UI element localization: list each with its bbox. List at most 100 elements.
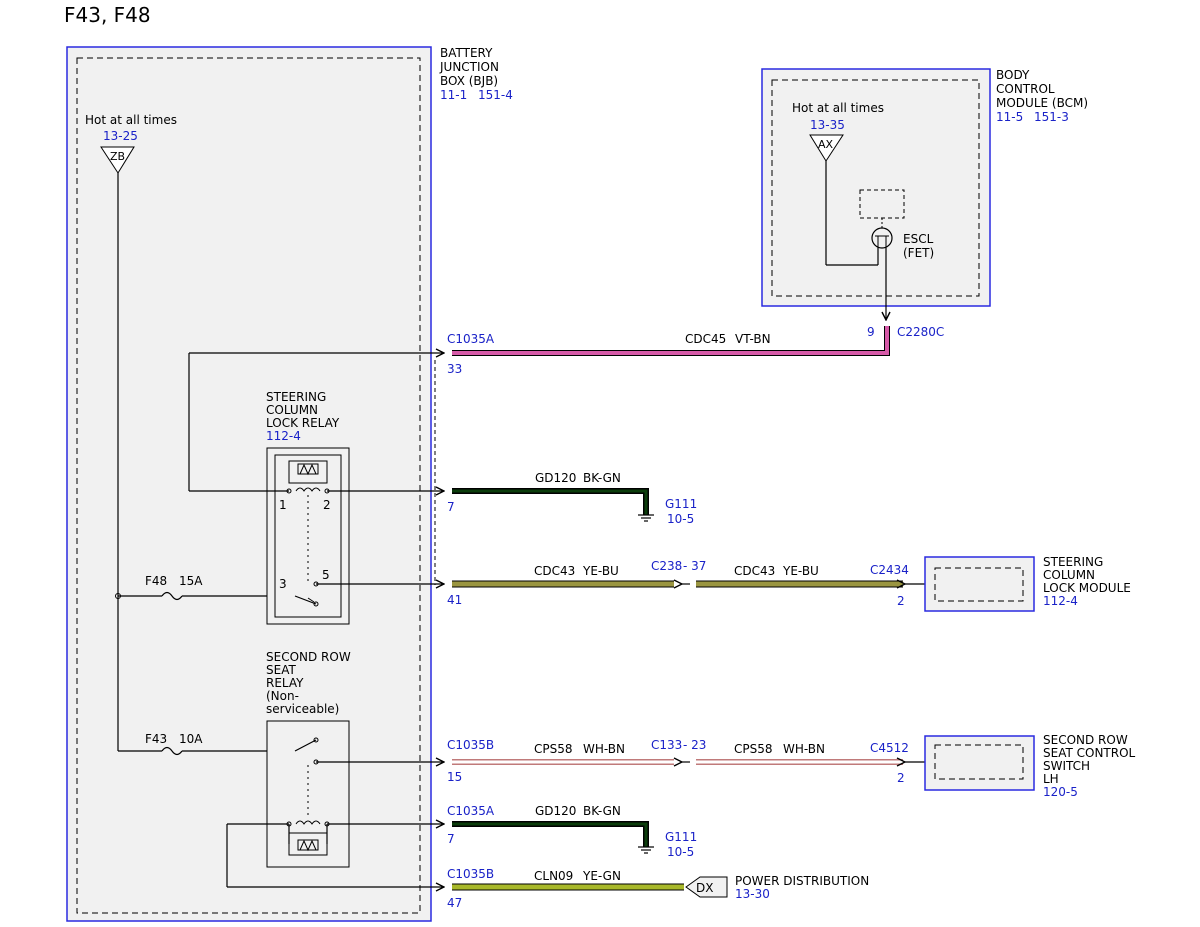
bcm-hot-label: Hot at all times bbox=[792, 101, 884, 115]
wire-cdc45: C1035A 33 CDC45 VT-BN bbox=[447, 326, 890, 376]
sclm-name-2: COLUMN bbox=[1043, 568, 1095, 582]
bcm-pin: 9 bbox=[867, 325, 875, 339]
w6-circuit: CLN09 bbox=[534, 869, 573, 883]
w4-color-1: WH-BN bbox=[583, 742, 625, 756]
srs-relay-name-2: SEAT bbox=[266, 663, 296, 677]
scl-relay-pin-1: 1 bbox=[279, 498, 287, 512]
bcm-name-2: CONTROL bbox=[996, 82, 1055, 96]
f48-rating: 15A bbox=[179, 574, 203, 588]
w2-color: BK-GN bbox=[583, 471, 621, 485]
bjb-power-source-icon bbox=[100, 146, 135, 174]
bcm-name-3: MODULE (BCM) bbox=[996, 96, 1088, 110]
f48-name: F48 bbox=[145, 574, 167, 588]
w6-dest-ref[interactable]: 13-30 bbox=[735, 887, 770, 901]
bcm-connector[interactable]: C2280C bbox=[897, 325, 944, 339]
srscs-name-3: SWITCH bbox=[1043, 759, 1090, 773]
bjb-hot-label: Hot at all times bbox=[85, 113, 177, 127]
w5-connector[interactable]: C1035A bbox=[447, 804, 495, 818]
battery-junction-box: BATTERY JUNCTION BOX (BJB) 11-1 151-4 Ho… bbox=[66, 46, 513, 922]
srs-relay-coil-icon bbox=[295, 820, 321, 825]
w5-circuit: GD120 bbox=[535, 804, 576, 818]
scl-relay-name-3: LOCK RELAY bbox=[266, 416, 340, 430]
wire-cdc45-color bbox=[452, 326, 889, 355]
wire-gd120-upper: 7 GD120 BK-GN G111 10-5 bbox=[447, 471, 697, 526]
bcm-hot-ref[interactable]: 13-35 bbox=[810, 118, 845, 132]
scl-relay-ref[interactable]: 112-4 bbox=[266, 429, 301, 443]
w4-color-2: WH-BN bbox=[783, 742, 825, 756]
w6-dest-name: POWER DISTRIBUTION bbox=[735, 874, 869, 888]
srs-relay-name-3: RELAY bbox=[266, 676, 304, 690]
w3-end-pin: 2 bbox=[897, 594, 905, 608]
w3-color-1: YE-BU bbox=[582, 564, 619, 578]
w2-ground[interactable]: G111 bbox=[665, 497, 697, 511]
bcm-name-1: BODY bbox=[996, 68, 1030, 82]
fet-transistor-icon bbox=[871, 227, 893, 249]
f48-fuse-icon bbox=[161, 591, 183, 601]
w4-end-connector[interactable]: C4512 bbox=[870, 741, 909, 755]
w4-circuit-1: CPS58 bbox=[534, 742, 573, 756]
f43-name: F43 bbox=[145, 732, 167, 746]
w5-ground[interactable]: G111 bbox=[665, 830, 697, 844]
w3-pin: 41 bbox=[447, 593, 462, 607]
sclm-ref[interactable]: 112-4 bbox=[1043, 594, 1078, 608]
w3-color-2: YE-BU bbox=[782, 564, 819, 578]
bcm-hot-code: AX bbox=[818, 138, 834, 151]
srs-relay-name-4: (Non- bbox=[266, 689, 299, 703]
second-row-seat-relay: SECOND ROW SEAT RELAY (Non- serviceable) bbox=[266, 650, 351, 868]
wire-cln09: DX C1035B 47 CLN09 YE-GN POWER DISTRIBUT… bbox=[447, 867, 869, 910]
w4-circuit-2: CPS58 bbox=[734, 742, 773, 756]
bjb-outline bbox=[66, 46, 432, 922]
w4-connector[interactable]: C1035B bbox=[447, 738, 494, 752]
srscs-name-4: LH bbox=[1043, 772, 1059, 786]
scl-relay-box bbox=[266, 447, 350, 625]
bjb-ref-1[interactable]: 11-1 bbox=[440, 88, 467, 102]
escl-label: ESCL bbox=[903, 232, 934, 246]
page-title: F43, F48 bbox=[64, 3, 151, 27]
w3-circuit-1: CDC43 bbox=[534, 564, 575, 578]
bcm-ref-2[interactable]: 151-3 bbox=[1034, 110, 1069, 124]
w2-ground-ref[interactable]: 10-5 bbox=[667, 512, 694, 526]
steering-column-lock-relay: STEERING COLUMN LOCK RELAY 112-4 1 2 3 5 bbox=[266, 390, 350, 625]
w1-connector[interactable]: C1035A bbox=[447, 332, 495, 346]
w3-circuit-2: CDC43 bbox=[734, 564, 775, 578]
bjb-name-3: BOX (BJB) bbox=[440, 74, 498, 88]
bjb-hot-ref[interactable]: 13-25 bbox=[103, 129, 138, 143]
srs-relay-name-1: SECOND ROW bbox=[266, 650, 351, 664]
wire-cdc43: 41 CDC43 YE-BU C238 - 37 CDC43 YE-BU C24… bbox=[447, 559, 933, 608]
bjb-name-1: BATTERY bbox=[440, 46, 493, 60]
srscs-outline bbox=[924, 735, 1035, 791]
w6-pin: 47 bbox=[447, 896, 462, 910]
scl-relay-pin-5: 5 bbox=[322, 568, 330, 582]
bjb-ref-2[interactable]: 151-4 bbox=[478, 88, 513, 102]
scl-relay-switch-icon bbox=[294, 595, 317, 605]
f43-rating: 10A bbox=[179, 732, 203, 746]
bcm-ref-1[interactable]: 11-5 bbox=[996, 110, 1023, 124]
scl-relay-pin-2: 2 bbox=[323, 498, 331, 512]
srscs-name-1: SECOND ROW bbox=[1043, 733, 1128, 747]
escl-type-label: (FET) bbox=[903, 246, 934, 260]
w5-ground-ref[interactable]: 10-5 bbox=[667, 845, 694, 859]
w3-end-connector[interactable]: C2434 bbox=[870, 563, 909, 577]
scl-relay-name-1: STEERING bbox=[266, 390, 326, 404]
w5-pin: 7 bbox=[447, 832, 455, 846]
w3-inline-connector[interactable]: C238 bbox=[651, 559, 682, 573]
bjb-hot-code: ZB bbox=[110, 150, 125, 163]
w2-circuit: GD120 bbox=[535, 471, 576, 485]
scl-relay-coil-icon bbox=[288, 460, 328, 484]
w4-pin: 15 bbox=[447, 770, 462, 784]
w4-inline-connector[interactable]: C133 bbox=[651, 738, 682, 752]
w4-inline-pin: - 23 bbox=[683, 738, 706, 752]
srscs-ref[interactable]: 120-5 bbox=[1043, 785, 1078, 799]
w1-circuit: CDC45 bbox=[685, 332, 726, 346]
w6-color: YE-GN bbox=[582, 869, 621, 883]
bjb-inner-dashed bbox=[76, 57, 421, 914]
sclm-outline bbox=[924, 556, 1035, 612]
wire-gd120-lower: C1035A 7 GD120 BK-GN G111 10-5 bbox=[447, 804, 697, 859]
internal-wiring bbox=[188, 353, 444, 887]
steering-column-lock-module: STEERING COLUMN LOCK MODULE 112-4 bbox=[924, 555, 1131, 612]
w6-connector[interactable]: C1035B bbox=[447, 867, 494, 881]
bcm-inner-dashed bbox=[771, 79, 980, 297]
w5-color: BK-GN bbox=[583, 804, 621, 818]
w4-end-pin: 2 bbox=[897, 771, 905, 785]
